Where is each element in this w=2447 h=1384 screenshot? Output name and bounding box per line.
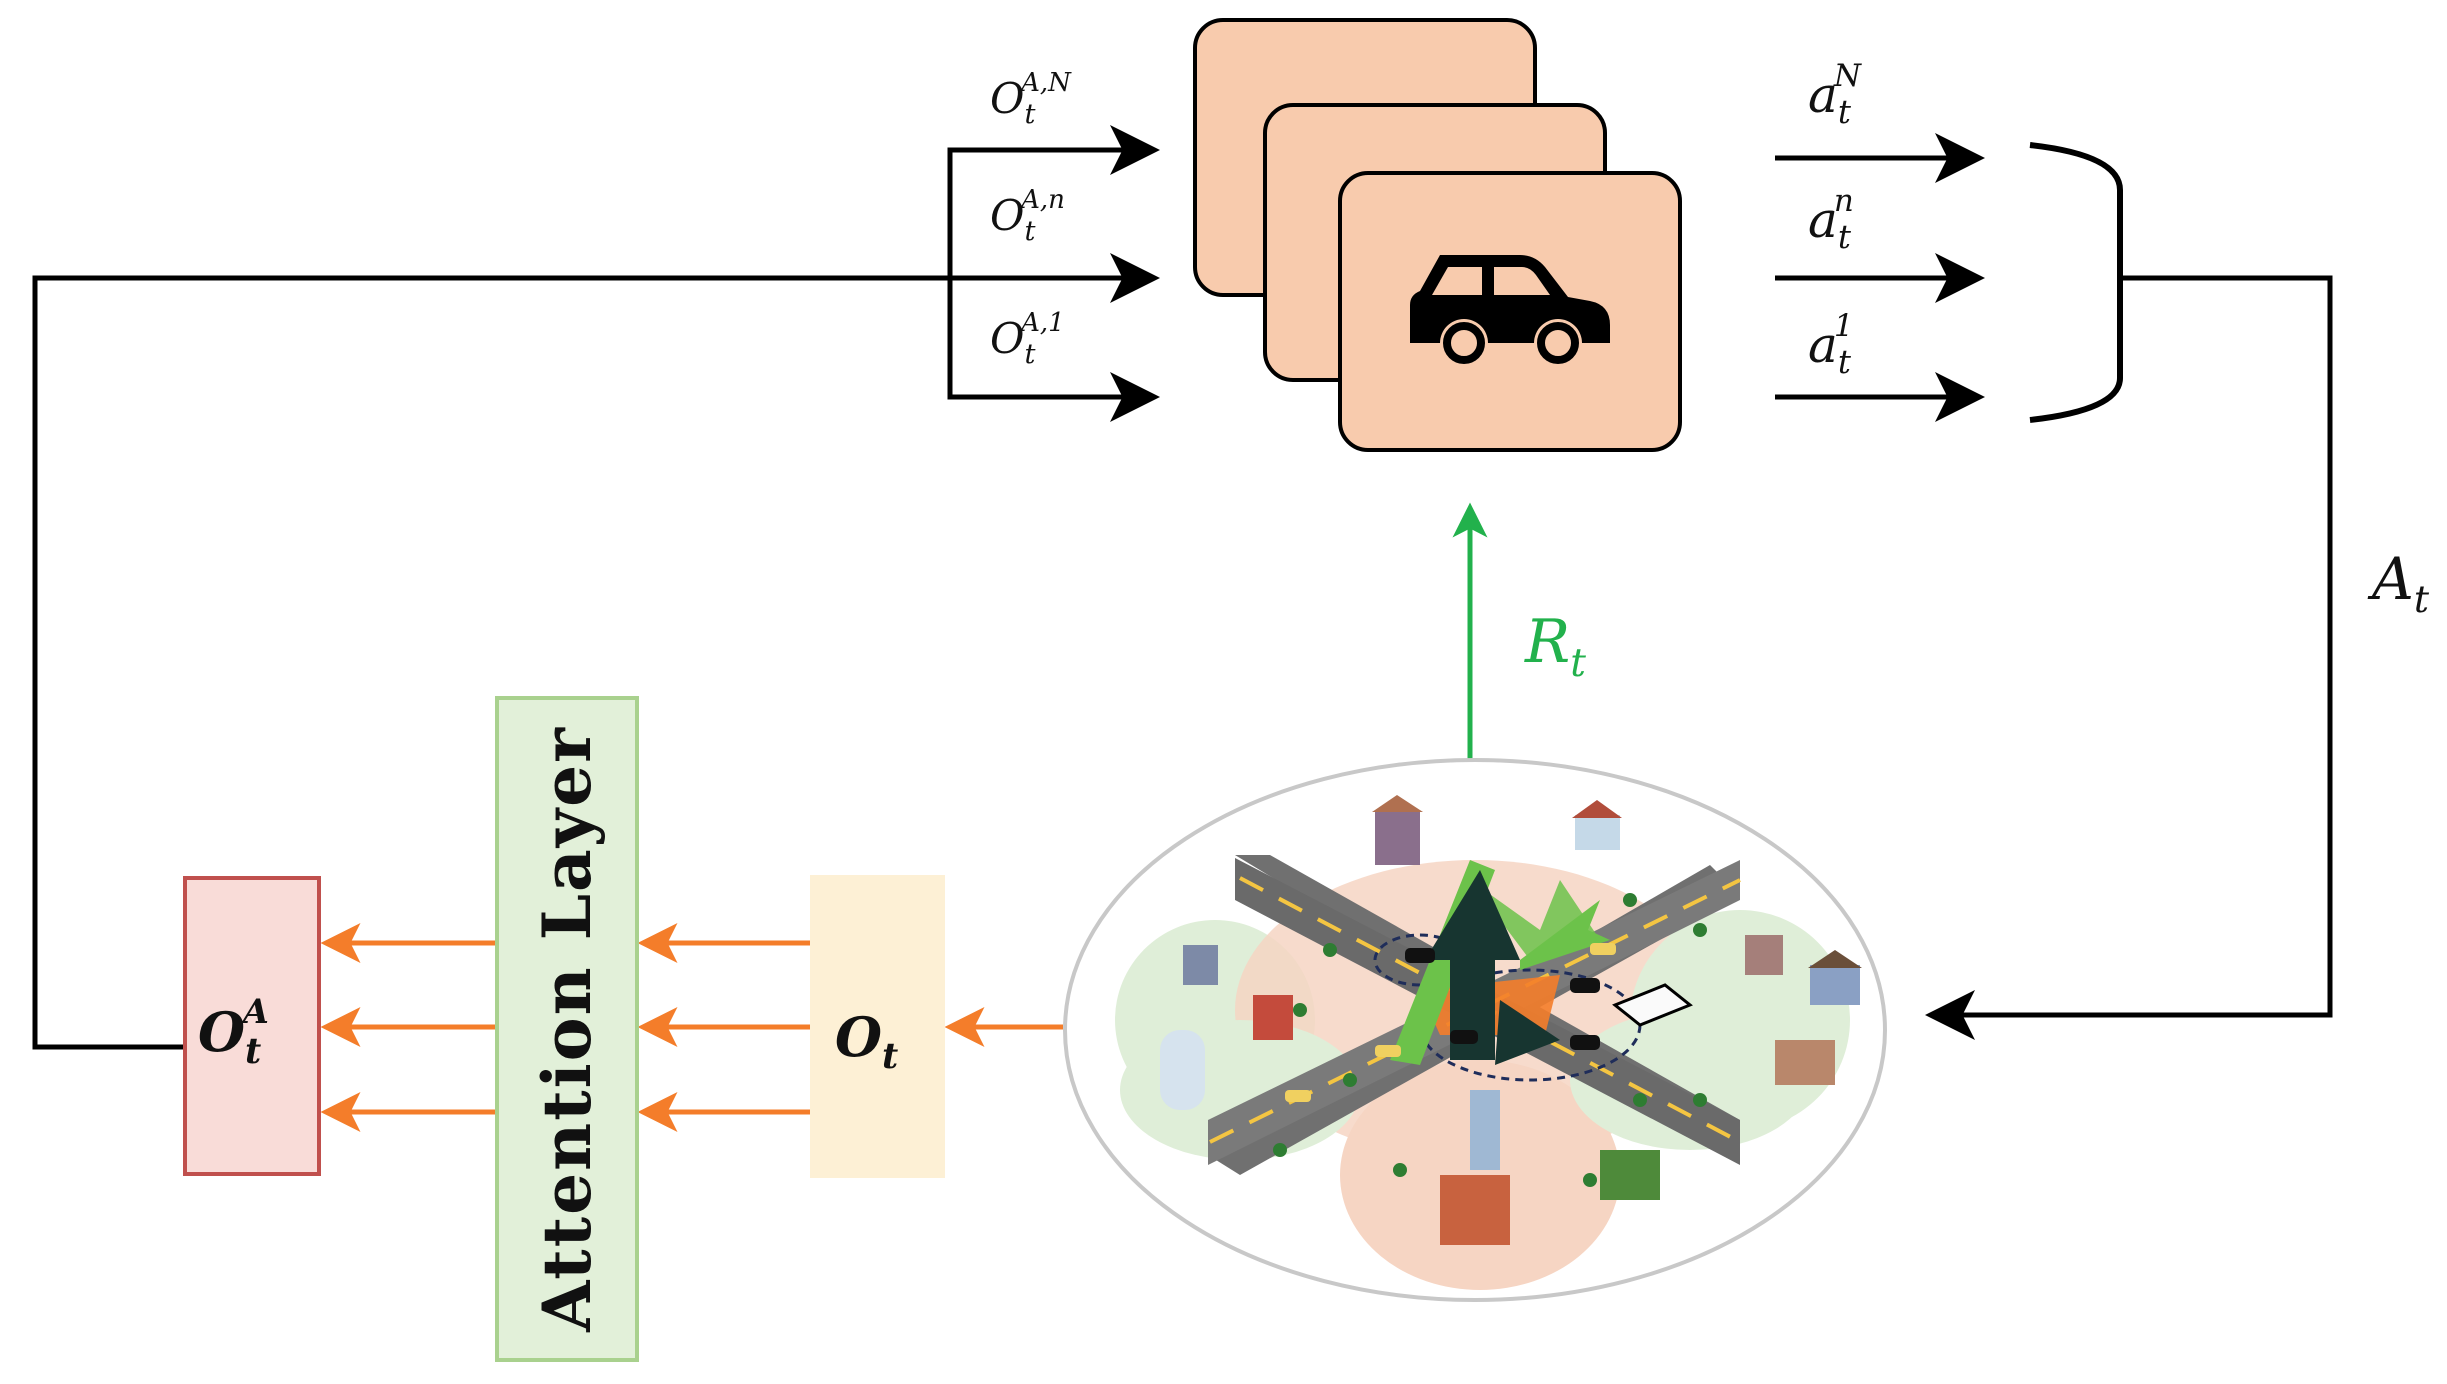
attended-observation-label: OtA [198, 991, 269, 1073]
action-bracket [2029, 142, 2123, 423]
input-label-N: OtA,N [990, 67, 1071, 130]
action-label-n: atn [1808, 182, 1854, 257]
action-label-1: at1 [1808, 307, 1854, 382]
car-icon [1410, 255, 1610, 364]
observation-box [810, 875, 945, 1178]
observation-label: Ot [835, 1005, 899, 1078]
reward-label: Rt [1525, 607, 1586, 686]
environment-illustration [1063, 758, 1887, 1302]
action-label-N: atN [1808, 57, 1861, 132]
attended-observation-box [183, 876, 321, 1176]
input-label-n: OtA,n [990, 184, 1065, 247]
attention-to-attended-arrows [320, 923, 495, 1132]
feedback-loop-line [32, 125, 1160, 1050]
obs-to-attention-arrows [637, 923, 810, 1132]
agent-stack [1193, 18, 1682, 452]
attention-layer-label: Attention Layer [528, 726, 606, 1332]
joint-action-line [1925, 275, 2333, 1040]
joint-action-label: At [2372, 545, 2430, 622]
input-label-1: OtA,1 [990, 307, 1065, 370]
attention-layer-box: Attention Layer [495, 696, 639, 1362]
action-arrows [1775, 133, 1985, 422]
building-icons [1160, 795, 1862, 1245]
